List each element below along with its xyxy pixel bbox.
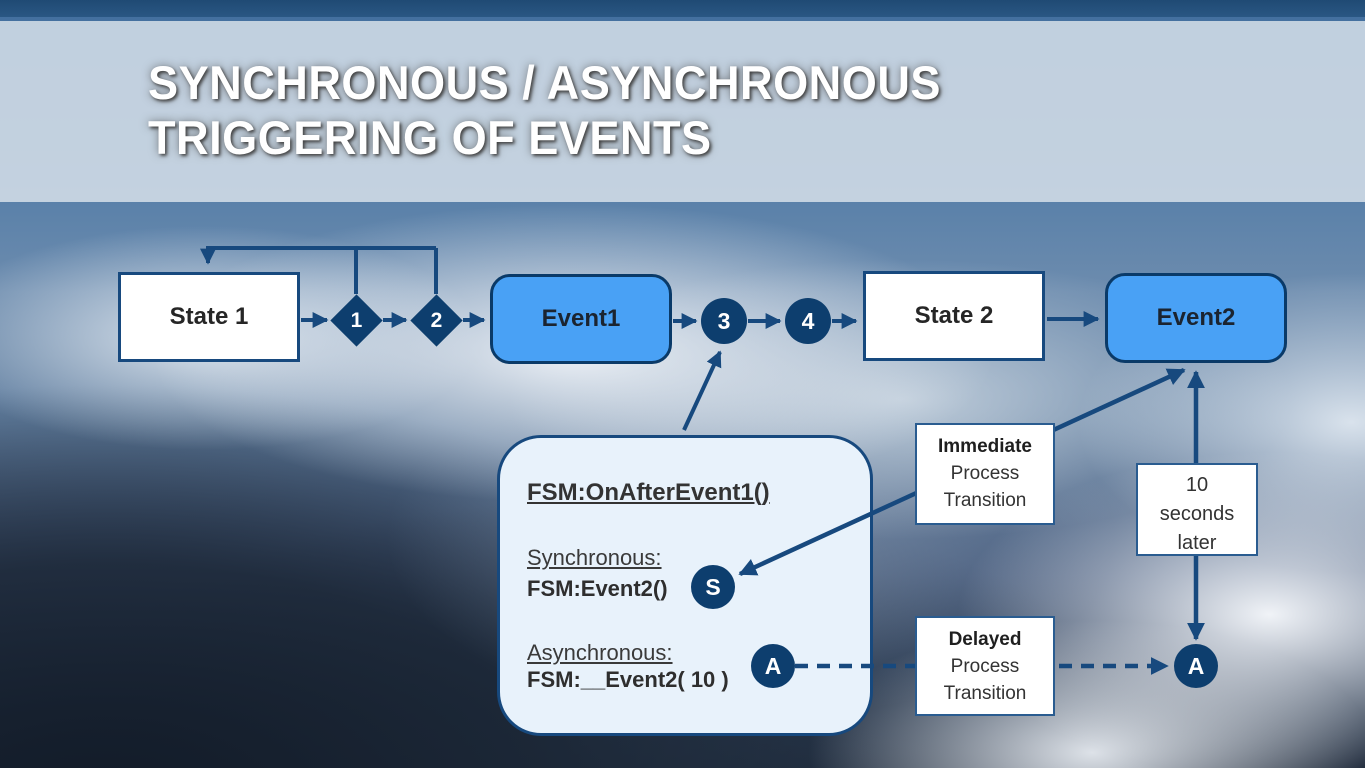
slide-title: SYNCHRONOUS / ASYNCHRONOUS TRIGGERING OF… [148,55,941,165]
step-circle-4: 4 [785,298,831,344]
diamond1-label: 1 [350,308,363,332]
title-line-1: SYNCHRONOUS / ASYNCHRONOUS [148,56,941,109]
event1-label: Event1 [541,305,621,332]
callout-sync-label: Synchronous: [527,545,662,570]
callout-heading: FSM:OnAfterEvent1() [527,479,770,506]
async-target-circle: A [1174,644,1218,688]
delayed-line2: Process [950,656,1020,677]
callout-async-code: FSM:__Event2( 10 ) [527,667,729,692]
immediate-line1: Immediate [938,436,1032,457]
state2-node: State 2 [863,271,1045,361]
delay-line1: 10 [1185,474,1209,496]
immediate-line2: Process [950,463,1020,484]
async-source-circle: A [751,644,795,688]
sync-marker-label: S [705,573,721,600]
step-circle-3: 3 [701,298,747,344]
title-line-2: TRIGGERING OF EVENTS [148,111,712,164]
sync-marker-circle: S [691,565,735,609]
title-band [0,21,1365,202]
callout-pointer-arrow [682,350,722,431]
delayed-line3: Transition [943,683,1027,704]
event2-node: Event2 [1105,273,1287,363]
diamond2-label: 2 [430,308,443,332]
decision-diamond-2: 2 [410,294,463,347]
loop-arrow [200,246,436,265]
state1-label: State 1 [169,303,249,330]
decision-diamond-1: 1 [330,294,383,347]
state2-label: State 2 [914,302,994,329]
loop-arrow-risers [354,248,438,294]
event2-label: Event2 [1156,304,1236,331]
delayed-line1: Delayed [948,629,1022,650]
delayed-transition-label: Delayed Process Transition [915,616,1055,716]
state1-node: State 1 [118,272,300,362]
async-source-label: A [764,652,782,679]
callout-sync-code: FSM:Event2() [527,576,668,601]
delay-line2: seconds [1159,503,1235,525]
event1-node: Event1 [490,274,672,364]
ten-seconds-later-label: 10 seconds later [1136,463,1258,556]
async-target-label: A [1187,652,1205,679]
immediate-line3: Transition [943,490,1027,511]
immediate-transition-label: Immediate Process Transition [915,423,1055,525]
delay-line3: later [1177,532,1217,554]
top-accent-bar [0,0,1365,17]
callout-async-label: Asynchronous: [527,640,673,665]
circle4-label: 4 [801,307,815,334]
circle3-label: 3 [717,307,731,334]
